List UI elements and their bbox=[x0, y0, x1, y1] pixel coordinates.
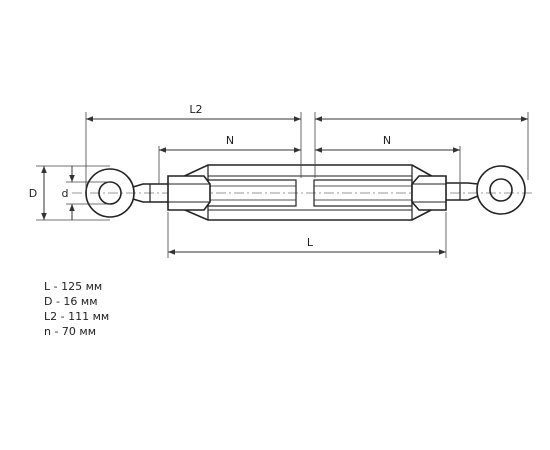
spec-half-length: L2 - 111 мм bbox=[44, 310, 110, 323]
turnbuckle-body bbox=[177, 164, 438, 221]
right-eye bbox=[446, 165, 526, 215]
left-nut bbox=[167, 175, 211, 211]
extension-lines bbox=[36, 112, 529, 258]
right-nut bbox=[411, 175, 447, 211]
spec-length: L - 125 мм bbox=[44, 280, 103, 293]
label-L2: L2 bbox=[189, 103, 202, 116]
dimension-lines bbox=[41, 116, 528, 255]
label-L: L bbox=[307, 236, 314, 249]
label-d: d bbox=[62, 187, 69, 200]
label-D: D bbox=[29, 187, 37, 200]
spec-list: L - 125 мм D - 16 мм L2 - 111 мм n - 70 … bbox=[44, 279, 109, 339]
label-N-right: N bbox=[383, 134, 391, 147]
label-N-left: N bbox=[226, 134, 234, 147]
spec-n: n - 70 мм bbox=[44, 325, 97, 338]
spec-eye-diameter: D - 16 мм bbox=[44, 295, 98, 308]
